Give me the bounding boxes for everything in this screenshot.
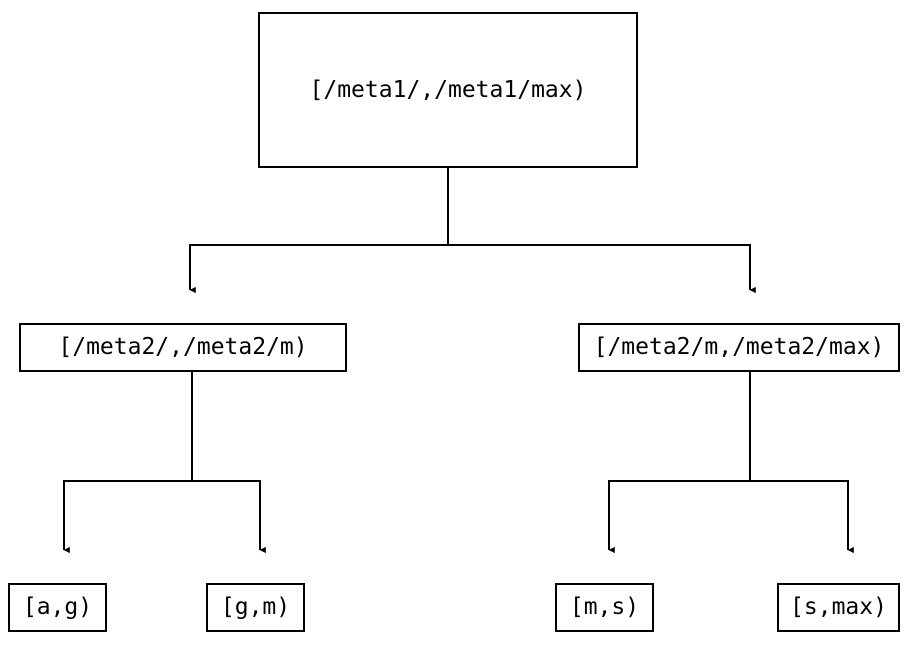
tree-node-leaf-gm[interactable]: [g,m)	[206, 583, 305, 632]
tree-node-leaf-smax-label: [s,max)	[790, 594, 887, 620]
tree-node-mid-left-label: [/meta2/,/meta2/m)	[58, 334, 308, 360]
edge-mid-left-to-leaf-ag	[63, 372, 193, 554]
tree-node-mid-right-label: [/meta2/m,/meta2/max)	[593, 334, 885, 360]
tree-node-leaf-ag[interactable]: [a,g)	[8, 583, 107, 632]
edge-mid-right-to-leaf-smax	[749, 372, 854, 554]
tree-node-root-label: [/meta1/,/meta1/max)	[309, 76, 587, 103]
tree-node-leaf-ms[interactable]: [m,s)	[555, 583, 654, 632]
tree-node-leaf-smax[interactable]: [s,max)	[777, 583, 900, 632]
edge-root-to-mid-left	[189, 168, 449, 294]
tree-node-leaf-ms-label: [m,s)	[569, 594, 640, 620]
tree-node-root[interactable]: [/meta1/,/meta1/max)	[258, 12, 638, 168]
tree-node-leaf-ag-label: [a,g)	[22, 594, 93, 620]
tree-node-mid-left[interactable]: [/meta2/,/meta2/m)	[19, 323, 347, 372]
edge-mid-right-to-leaf-ms	[608, 372, 751, 554]
tree-node-mid-right[interactable]: [/meta2/m,/meta2/max)	[578, 323, 900, 372]
edge-mid-left-to-leaf-gm	[191, 372, 266, 554]
tree-node-leaf-gm-label: [g,m)	[220, 594, 291, 620]
edge-root-to-mid-right	[447, 168, 756, 294]
